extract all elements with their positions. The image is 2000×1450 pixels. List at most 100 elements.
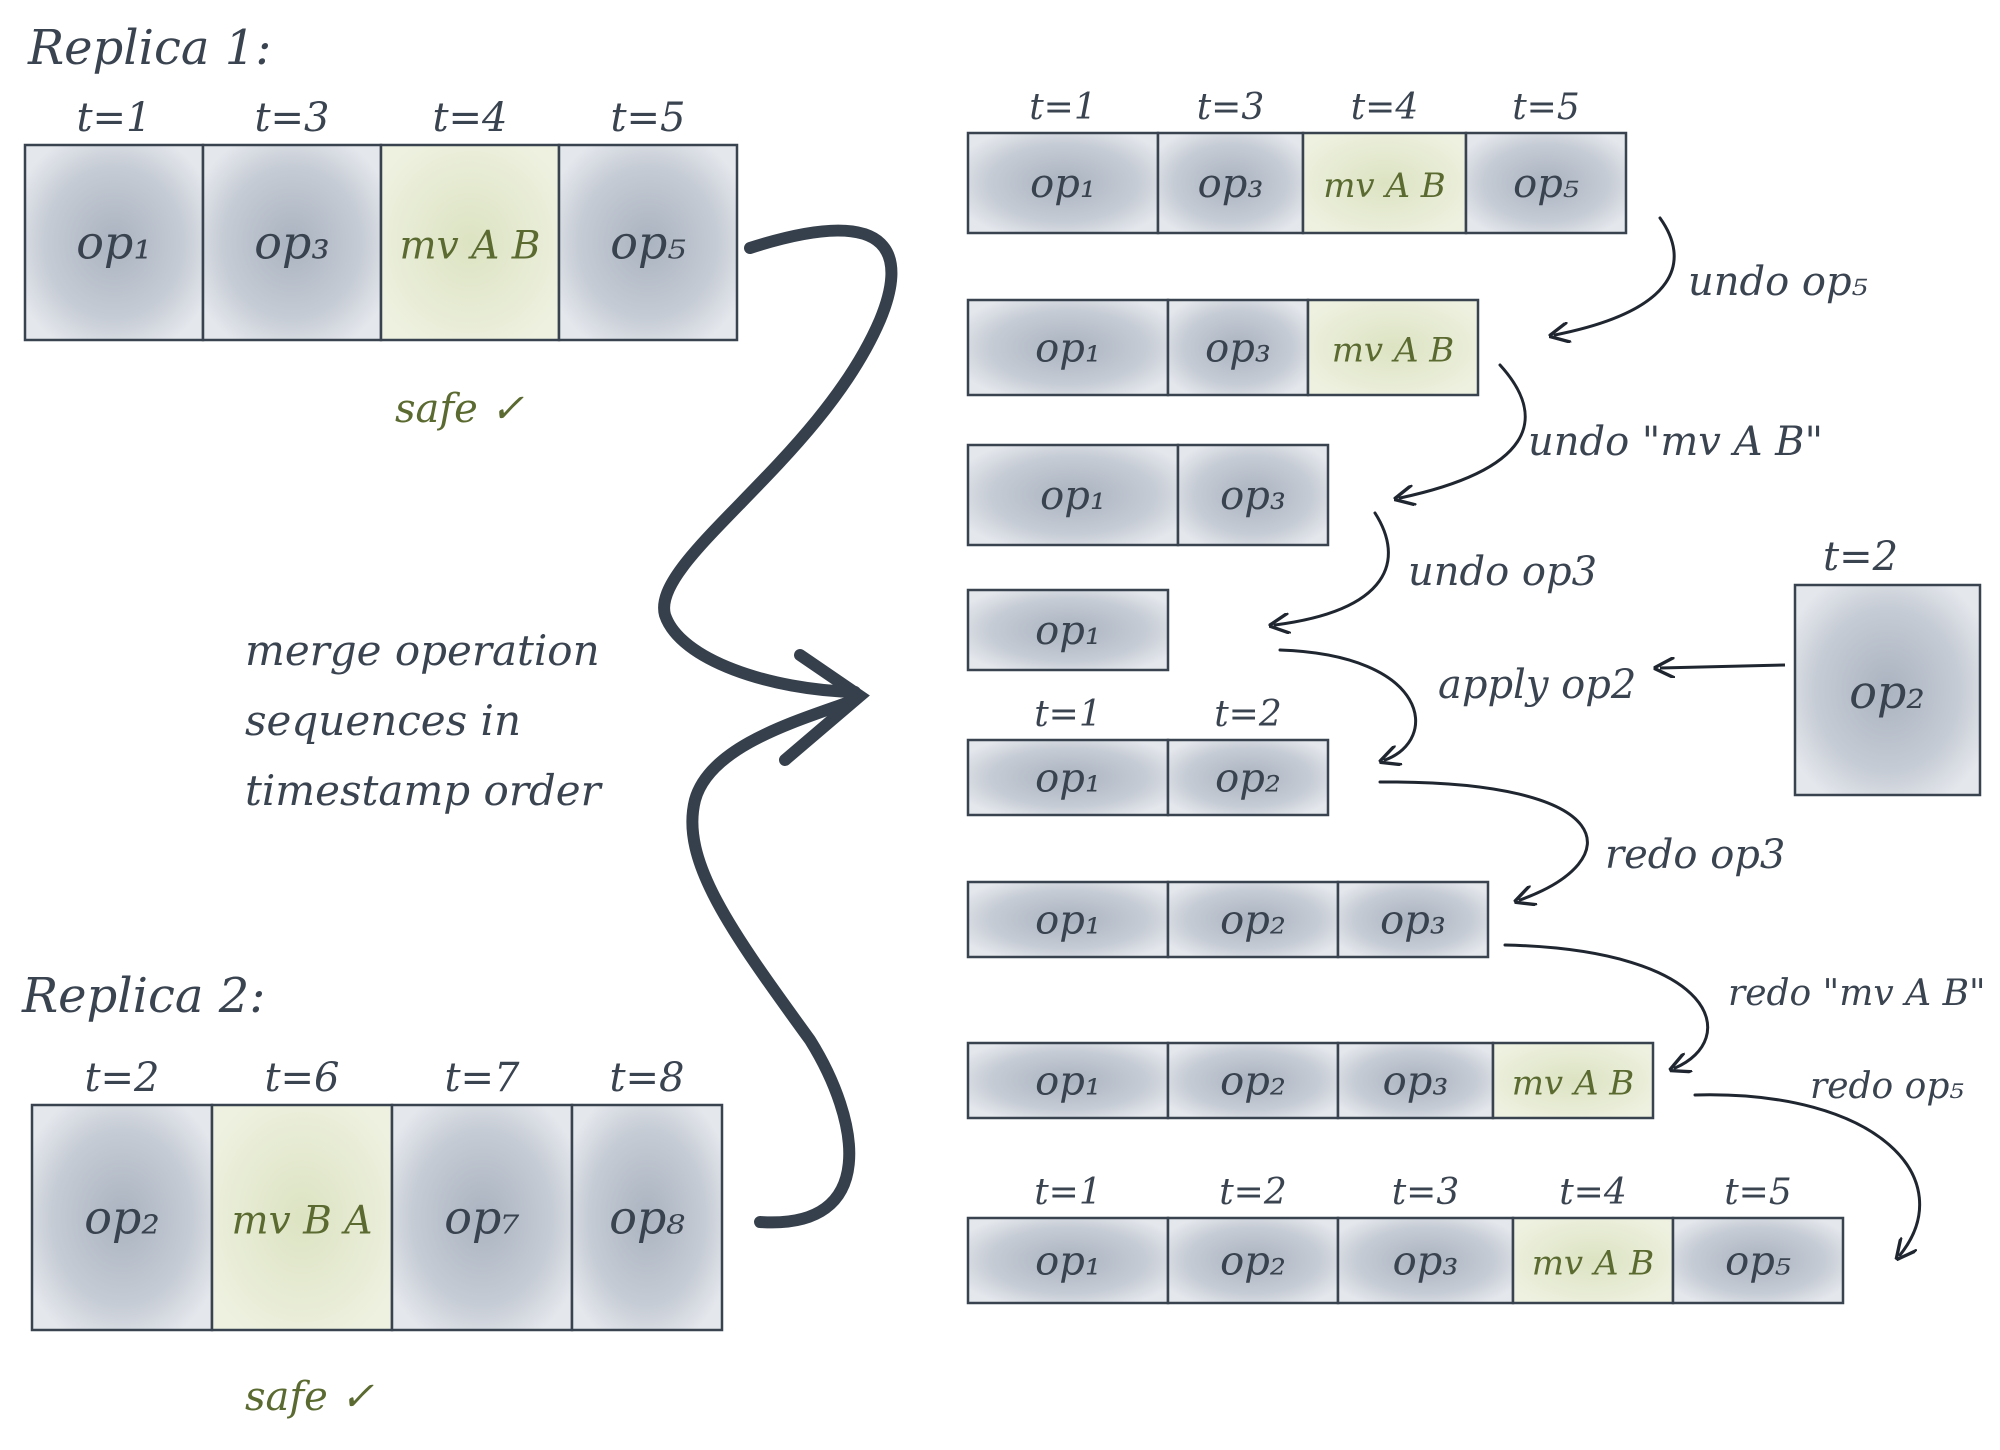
replica-2-cell-1-box [30,1103,214,1332]
replica-1-cell-3-box [379,143,561,342]
replica-1-cell-3-timestamp: t=4 [432,95,507,141]
merge-note-line-1: merge operation [245,626,600,675]
step-label-redo-op5: redo op₅ [1810,1066,1964,1107]
merged-sequence-1-cell-3-timestamp: t=4 [1351,87,1419,128]
merge-arrows [658,224,898,1229]
merged-sequence-8-cell-2-timestamp: t=2 [1219,1172,1287,1213]
merged-sequence-4-cell-1-box [966,588,1170,672]
arrow-redo-op3 [1378,780,1589,900]
replica-1-cell-4-timestamp: t=5 [610,95,685,141]
merged-sequence-8-cell-2-box [1166,1216,1340,1305]
replica-1-cell-2: t=3 op₃ [201,95,383,342]
merged-sequence-6-cell-3-box [1336,880,1490,959]
arrow-undo-op5 [1555,216,1676,335]
merged-sequence-3-cell-1-label: op₁ [1040,473,1106,519]
merged-sequence-7-cell-3-box [1336,1041,1495,1120]
merged-sequence-7: op₁ op₂ op₃ mv A B [966,1041,1655,1120]
merged-sequence-4-cell-1-label: op₁ [1035,608,1101,654]
replica-2-cell-3-box [390,1103,574,1332]
replica-2-cell-4: t=8 op₈ [570,1055,724,1332]
merged-sequence-7-cell-4-box [1491,1041,1655,1120]
incoming-op2: t=2 op₂ [1660,534,1982,797]
replica-2-cell-3-label: op₇ [444,1191,520,1245]
merge-arrow-from-replica-1 [658,224,898,698]
replica-2-cell-2: t=6 mv B A [210,1055,394,1332]
merged-sequence-7-cell-3-label: op₃ [1383,1059,1449,1105]
merged-sequence-7-cell-2-label: op₂ [1220,1059,1286,1105]
merged-sequence-1-cell-1-timestamp: t=1 [1029,87,1097,128]
merged-sequence-4-cell-1: op₁ [966,588,1170,672]
merged-sequence-5-cell-1-box [966,738,1170,817]
replica-2-cell-2-label: mv B A [232,1199,373,1244]
merged-sequence-6-cell-2-label: op₂ [1220,898,1286,944]
arrow-redo-op5 [1693,1093,1922,1255]
replica-2-cell-1-label: op₂ [84,1191,160,1245]
replica-2-cell-4-box [570,1103,724,1332]
merged-sequence-8-cell-4-box [1511,1216,1675,1305]
step-label-apply-op2: apply op2 [1438,662,1636,708]
merge-arrowhead [779,649,870,766]
step-arrows [1275,216,1922,1255]
merge-note-line-2: sequences in [245,696,521,745]
merged-sequence-8-cell-5-box [1671,1216,1845,1305]
merge-note: merge operation sequences in timestamp o… [245,626,604,815]
merged-sequence-2-cell-3-label: mv A B [1332,331,1455,371]
merged-sequence-8-cell-1-box [966,1216,1170,1305]
step-label-undo-op3: undo op3 [1408,549,1597,595]
replica-1-cell-1-label: op₁ [76,216,152,270]
replica-2-cell-2-timestamp: t=6 [264,1055,339,1101]
merged-sequence-1-cell-2-box [1156,131,1305,235]
merged-sequence-3-cell-2-box [1176,443,1330,547]
merged-sequence-8-cell-4-label: mv A B [1532,1244,1655,1284]
replica-1-cell-4-box [557,143,739,342]
merged-sequence-2-cell-3: mv A B [1306,298,1480,397]
merged-sequence-3-cell-1: op₁ [966,443,1180,547]
merged-sequence-7-cell-1-label: op₁ [1035,1059,1101,1105]
merged-sequence-8-cell-1-timestamp: t=1 [1034,1172,1102,1213]
replica-1-cell-2-box [201,143,383,342]
merged-sequence-5-cell-1-timestamp: t=1 [1034,694,1102,735]
replica-2-safe-label: safe ✓ [245,1374,374,1420]
incoming-op2-timestamp: t=2 [1823,534,1898,580]
merged-sequence-7-cell-4-label: mv A B [1512,1064,1635,1104]
merged-sequence-7-cell-2-box [1166,1041,1340,1120]
replica-1-safe-label: safe ✓ [395,386,524,432]
replica-1-cell-2-label: op₃ [254,216,330,270]
replica-2-title: Replica 2: [21,968,265,1024]
step-labels: undo op₅ undo "mv A B" undo op3 apply op… [1408,259,1986,1107]
replica-2-cell-2-box [210,1103,394,1332]
replica-1-cell-1-timestamp: t=1 [76,95,151,141]
merged-sequence-8-cell-3-timestamp: t=3 [1392,1172,1460,1213]
arrow-undo-mv [1400,363,1527,498]
replica-2-cell-4-label: op₈ [609,1191,685,1245]
merged-sequence-3-cell-2-label: op₃ [1220,473,1286,519]
replica-1-cell-2-timestamp: t=3 [254,95,329,141]
merged-sequence-3: op₁ op₃ [966,443,1330,547]
merged-sequence-2-cell-1-label: op₁ [1035,326,1101,372]
replica-2-cell-4-timestamp: t=8 [609,1055,684,1101]
incoming-op2-arrow [1660,665,1786,668]
incoming-op2-label: op₂ [1849,665,1925,719]
merged-sequence-1-cell-2-timestamp: t=3 [1197,87,1265,128]
merged-sequence-5-cell-2-label: op₂ [1215,756,1281,802]
step-label-undo-op5: undo op₅ [1688,259,1868,305]
merged-sequence-7-cell-1: op₁ [966,1041,1170,1120]
merged-sequence-6-cell-3: op₃ [1336,880,1490,959]
arrow-redo-mv [1503,943,1710,1068]
